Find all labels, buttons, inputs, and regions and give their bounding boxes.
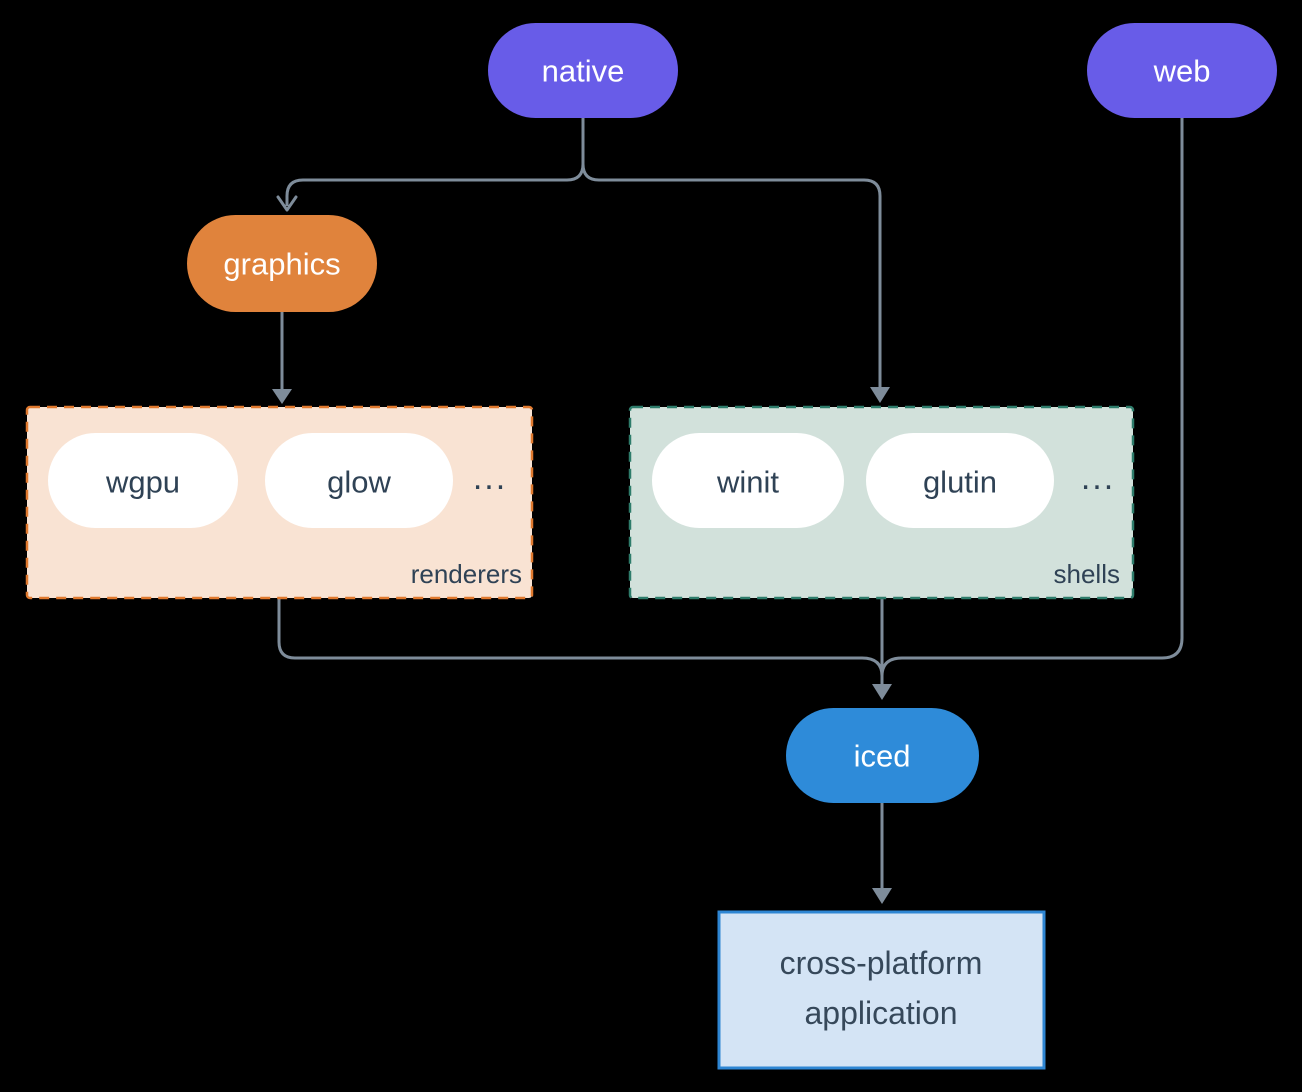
edge-native-shells (581, 118, 882, 388)
shells-group-label: shells (1054, 559, 1120, 589)
pill-winit (652, 433, 844, 528)
edge-native-graphics (285, 118, 585, 206)
shells-ellipsis: ... (1081, 459, 1115, 497)
node-web-pill (1087, 23, 1277, 118)
node-native-label: native (542, 54, 625, 89)
renderers-group-label: renderers (411, 559, 522, 589)
node-web-label: web (1153, 54, 1211, 89)
edge-renderers-iced (277, 598, 884, 677)
node-iced-label: iced (854, 739, 911, 774)
pill-glutin (866, 433, 1054, 528)
node-graphics-pill (187, 215, 377, 312)
arrowhead-iced (872, 684, 892, 700)
application-box (717, 910, 1046, 1070)
node-graphics-label: graphics (223, 247, 340, 282)
arrowhead-shells (870, 387, 890, 403)
group-renderers: wgpu glow ... renderers (25, 405, 534, 600)
group-shells: winit glutin ... shells (628, 405, 1135, 600)
edges (272, 118, 1184, 904)
node-graphics: graphics (187, 215, 377, 312)
node-web: web (1087, 23, 1277, 118)
pill-winit-label: winit (716, 465, 779, 500)
node-iced-pill (786, 708, 979, 803)
pill-wgpu-label: wgpu (105, 465, 180, 500)
node-native-pill (488, 23, 678, 118)
application-label-line1: cross-platform (780, 945, 983, 981)
pill-glow (265, 433, 453, 528)
renderers-ellipsis: ... (473, 459, 507, 497)
application-label-line2: application (805, 995, 958, 1031)
node-application: cross-platform application (717, 910, 1046, 1070)
edge-web-iced (880, 118, 1184, 677)
pill-glow-label: glow (327, 465, 391, 500)
pill-wgpu (48, 433, 238, 528)
pill-glutin-label: glutin (923, 465, 997, 500)
arrowhead-renderers (272, 389, 292, 404)
arrowhead-graphics (276, 195, 298, 212)
node-iced: iced (786, 708, 979, 803)
node-native: native (488, 23, 678, 118)
arrowhead-application (872, 888, 892, 904)
